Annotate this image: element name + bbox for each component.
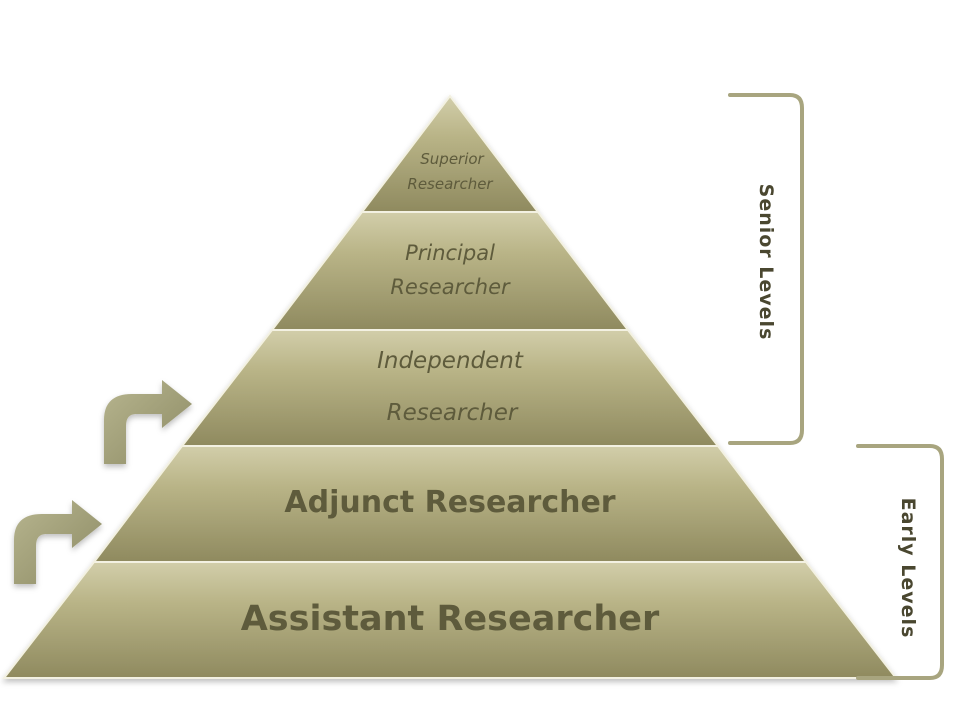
tier-principal [269, 211, 631, 331]
assistant-label: Assistant Researcher [241, 599, 660, 639]
senior-levels-bracket [728, 93, 804, 445]
promotion-arrow-lower-icon [14, 500, 102, 584]
superior-label-line1: Superior [420, 150, 484, 168]
pyramid-tiers [1, 94, 899, 679]
senior-levels-label: Senior Levels [755, 184, 777, 341]
promotion-arrow-upper-icon [104, 380, 192, 464]
adjunct-label: Adjunct Researcher [284, 485, 615, 520]
principal-label-line2: Researcher [390, 275, 511, 299]
principal-label-line1: Principal [405, 241, 495, 265]
early-levels-label: Early Levels [897, 498, 919, 639]
independent-label-line1: Independent [377, 348, 524, 374]
early-levels-bracket [856, 444, 944, 680]
superior-label-line2: Researcher [407, 175, 493, 193]
independent-label-line2: Researcher [387, 400, 519, 426]
